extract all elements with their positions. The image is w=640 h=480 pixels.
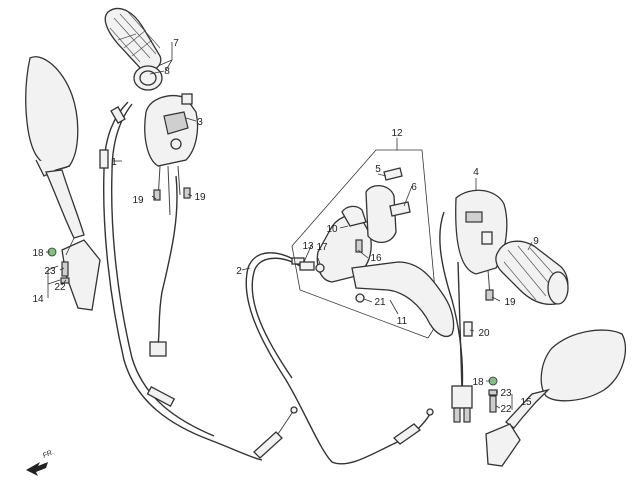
callout-19-b: 19 bbox=[194, 192, 206, 203]
callout-19-a: 19 bbox=[132, 195, 144, 206]
throttle-cables bbox=[99, 101, 298, 461]
callout-23-left: 23 bbox=[44, 266, 56, 277]
right-switch-housing bbox=[439, 189, 508, 423]
callout-labels: 1 2 3 4 5 6 7 8 9 10 11 12 13 14 15 16 1… bbox=[32, 38, 539, 415]
washer-18-right bbox=[488, 376, 498, 386]
clutch-cable bbox=[245, 252, 434, 465]
callout-21: 21 bbox=[374, 297, 386, 308]
callout-20: 20 bbox=[478, 328, 490, 339]
callout-10: 10 bbox=[326, 224, 338, 235]
callout-6: 6 bbox=[411, 182, 417, 193]
front-arrow-icon bbox=[26, 462, 48, 476]
right-mirror bbox=[485, 329, 626, 467]
callout-13: 13 bbox=[302, 241, 314, 252]
callout-22-right: 22 bbox=[500, 404, 512, 415]
right-grip bbox=[495, 240, 569, 306]
callout-9: 9 bbox=[533, 236, 539, 247]
callout-2: 2 bbox=[236, 266, 242, 277]
callout-3: 3 bbox=[197, 117, 203, 128]
callout-14: 14 bbox=[32, 294, 44, 305]
callout-12: 12 bbox=[391, 128, 403, 139]
callout-15: 15 bbox=[520, 397, 532, 408]
callout-23-right: 23 bbox=[500, 388, 512, 399]
front-label: FR. bbox=[42, 449, 55, 460]
callout-5: 5 bbox=[375, 164, 381, 175]
callout-4: 4 bbox=[473, 167, 479, 178]
callout-7: 7 bbox=[173, 38, 179, 49]
callout-19-c: 19 bbox=[504, 297, 516, 308]
callout-11: 11 bbox=[397, 316, 408, 327]
front-direction-indicator: FR. bbox=[26, 449, 55, 476]
clutch-lever-assembly bbox=[291, 149, 455, 339]
left-mirror bbox=[25, 56, 101, 311]
callout-22-left: 22 bbox=[54, 282, 66, 293]
callout-17: 17 bbox=[316, 242, 328, 253]
callout-8: 8 bbox=[164, 66, 170, 77]
left-grip bbox=[104, 7, 163, 91]
callout-18-right: 18 bbox=[472, 377, 484, 388]
left-switch-housing bbox=[144, 93, 199, 357]
callout-18-left: 18 bbox=[32, 248, 44, 259]
callout-leaders bbox=[46, 42, 533, 410]
callout-1: 1 bbox=[111, 157, 117, 168]
callout-16: 16 bbox=[370, 253, 382, 264]
